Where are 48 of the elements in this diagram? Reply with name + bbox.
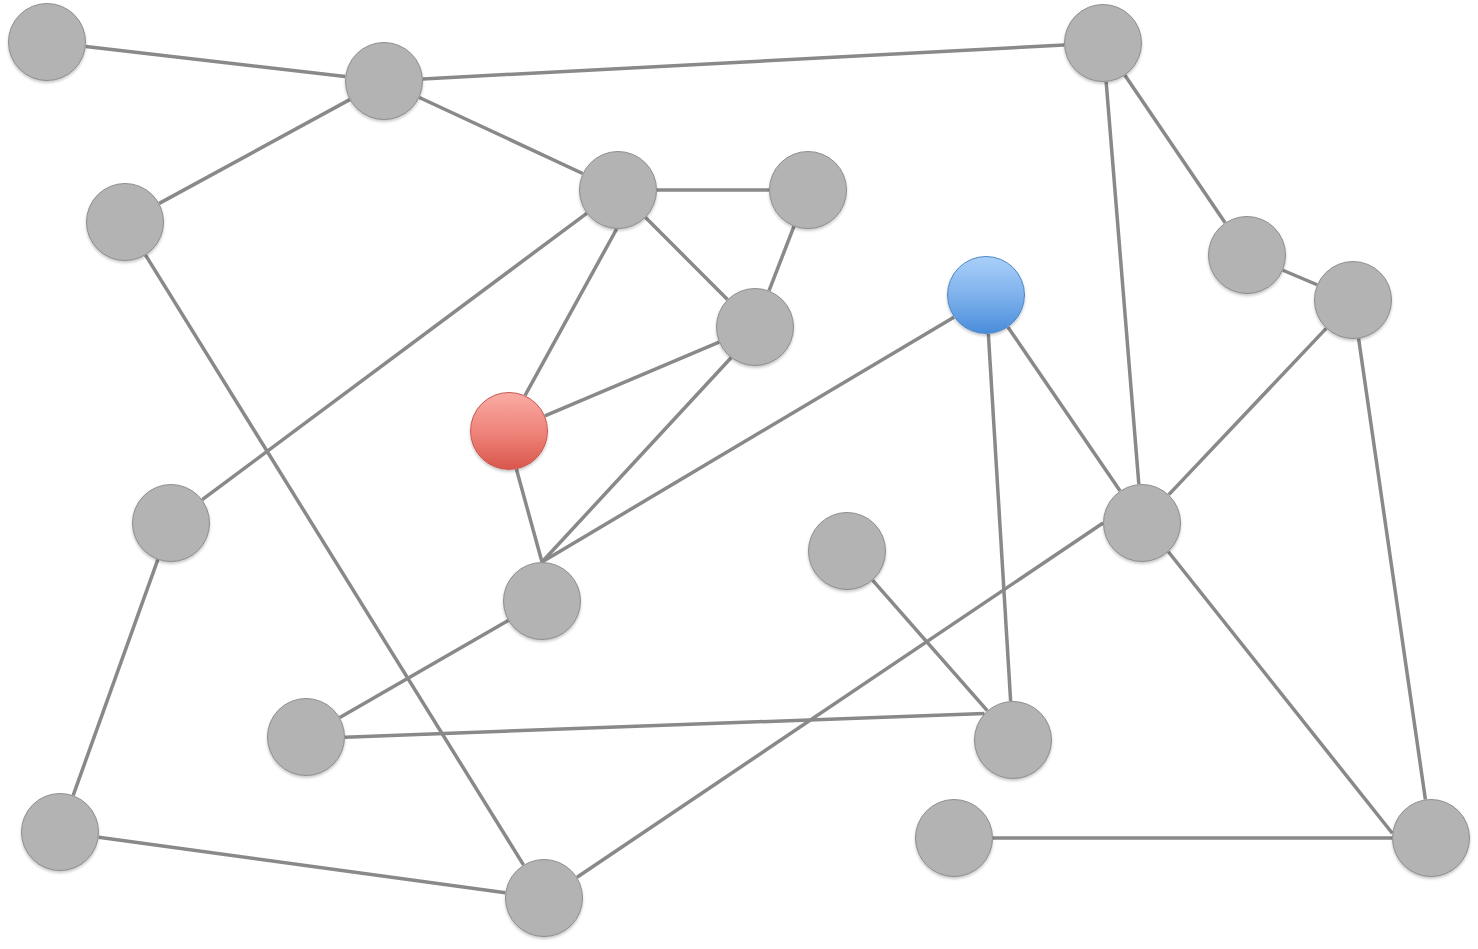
connector-line — [1104, 81, 1141, 485]
network-node — [769, 151, 847, 229]
connector-line — [1167, 327, 1328, 496]
network-node — [1208, 216, 1286, 294]
network-node — [505, 859, 583, 937]
network-node — [267, 698, 345, 776]
network-node — [1103, 484, 1181, 562]
connector-line — [1006, 326, 1122, 492]
connector-line — [514, 468, 544, 563]
network-node — [86, 183, 164, 261]
connector-line — [71, 559, 160, 796]
network-node — [579, 151, 657, 229]
network-node — [345, 42, 423, 120]
connector-line — [767, 225, 796, 292]
connector-line — [1282, 268, 1318, 287]
network-node — [947, 256, 1025, 334]
connector-line — [158, 98, 351, 205]
network-node — [808, 512, 886, 590]
network-node — [974, 701, 1052, 779]
connector-line — [544, 340, 720, 418]
network-node — [1392, 799, 1470, 877]
connector-line — [85, 44, 346, 79]
connector-line — [1356, 338, 1428, 800]
connector-line — [523, 228, 619, 397]
network-node — [8, 3, 86, 81]
connector-line — [98, 835, 506, 895]
connector-line — [657, 188, 769, 192]
connector-line — [338, 618, 510, 720]
connector-line — [422, 43, 1065, 81]
connector-line — [418, 95, 584, 176]
connector-line — [644, 216, 729, 301]
network-node — [503, 562, 581, 640]
connector-line — [576, 521, 1104, 879]
network-node — [1064, 4, 1142, 82]
network-node — [716, 288, 794, 366]
connector-line — [344, 711, 985, 739]
network-node — [132, 484, 210, 562]
connector-line — [144, 254, 525, 866]
network-node — [21, 793, 99, 871]
connector-line — [871, 579, 989, 712]
connector-line — [201, 211, 588, 502]
network-node — [915, 799, 993, 877]
connector-line — [993, 836, 1392, 840]
connector-line — [986, 333, 1013, 702]
network-node — [1314, 261, 1392, 339]
connector-line — [1123, 74, 1227, 224]
network-node — [470, 392, 548, 470]
connector-line — [1167, 550, 1394, 835]
